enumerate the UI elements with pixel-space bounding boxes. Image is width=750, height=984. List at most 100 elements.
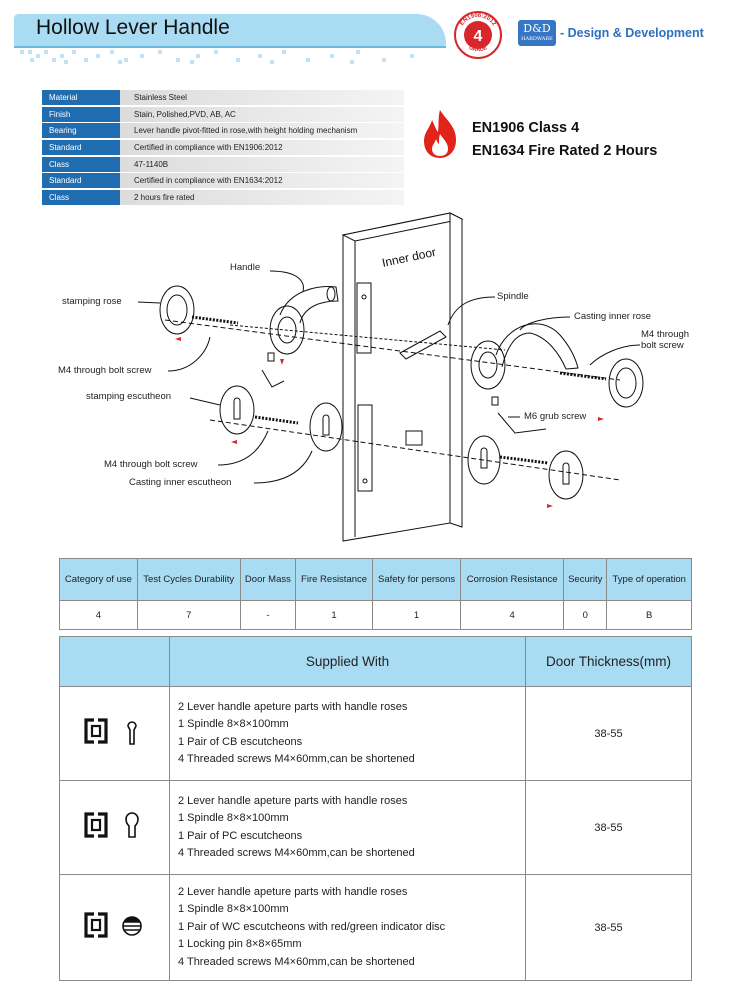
fire-icon: [424, 110, 456, 158]
svg-text:GRADE: GRADE: [468, 45, 489, 53]
category-value-cell: 4: [460, 600, 565, 630]
right-stamping-rose: [608, 358, 644, 408]
category-header-cell: Type of operation: [606, 558, 692, 601]
icon-column-header: [59, 636, 170, 687]
supplied-header-row: Supplied With Door Thickness(mm): [59, 636, 692, 687]
pixel-square: [270, 60, 274, 64]
label-bolt-screw: bolt screw: [641, 340, 684, 351]
pixel-square: [356, 50, 360, 54]
supplied-item: 4 Threaded screws M4×60mm,can be shorten…: [178, 753, 415, 765]
pixel-square: [196, 54, 200, 58]
category-header-cell: Security: [563, 558, 608, 601]
pixel-square: [110, 50, 114, 54]
pc-escutcheon-icon: [83, 812, 139, 838]
label-m6-grub: M6 grub screw: [524, 411, 587, 422]
label-m4-bolt-1: M4 through bolt screw: [58, 365, 152, 376]
items-cell: 2 Lever handle apeture parts with handle…: [169, 780, 526, 875]
label-stamping-rose: stamping rose: [62, 296, 122, 307]
label-m4-through: M4 through: [641, 329, 690, 340]
pixel-decoration: [0, 48, 750, 64]
supplied-item: 1 Spindle 8×8×100mm: [178, 903, 289, 916]
mortice-lock-case: [356, 282, 372, 354]
supplied-item: 4 Threaded screws M4×60mm,can be shorten…: [178, 955, 415, 968]
spec-key: Bearing: [42, 123, 120, 139]
cb-escutcheon-icon: [83, 718, 137, 745]
supplied-item: 1 Spindle 8×8×100mm: [178, 718, 289, 730]
items-cell: 2 Lever handle apeture parts with handle…: [169, 686, 526, 781]
pixel-square: [84, 58, 88, 62]
category-value-cell: 7: [136, 600, 241, 630]
supplied-item: 1 Pair of WC escutcheons with red/green …: [178, 920, 446, 933]
category-value-cell: B: [606, 600, 692, 630]
supplied-row: 2 Lever handle apeture parts with handle…: [59, 780, 692, 875]
supplied-item: 1 Spindle 8×8×100mm: [178, 812, 289, 824]
arrow-mark: [175, 337, 181, 341]
icon-cell: [59, 780, 170, 875]
pixel-square: [36, 54, 40, 58]
items-cell: 2 Lever handle apeture parts with handle…: [169, 874, 526, 981]
spindle: [399, 330, 447, 360]
cert-line-2: EN1634 Fire Rated 2 Hours: [472, 143, 658, 159]
pixel-square: [72, 50, 76, 54]
category-value-cell: 1: [371, 600, 462, 630]
label-casting-escutcheon: Casting inner escutheon: [129, 477, 232, 488]
category-header-cell: Category of use: [59, 558, 138, 601]
door-thickness-header: Door Thickness(mm): [525, 636, 692, 687]
category-header-cell: Fire Resistance: [295, 558, 373, 601]
cylinder: [405, 430, 423, 446]
supplied-item: 2 Lever handle apeture parts with handle…: [178, 885, 408, 898]
pixel-square: [236, 58, 240, 62]
seal-grade: 4: [474, 28, 483, 45]
spec-key: Standard: [42, 173, 120, 189]
pixel-square: [214, 50, 218, 54]
right-casting-rose: [470, 340, 506, 390]
thickness-cell: 38-55: [525, 874, 692, 981]
supplied-with-header: Supplied With: [169, 636, 526, 687]
category-value-cell: -: [239, 600, 297, 630]
right-stamping-escutcheon: [548, 450, 584, 500]
supplied-row: 2 Lever handle apeture parts with handle…: [59, 874, 692, 981]
spec-value: 47-1140B: [120, 156, 404, 172]
pixel-square: [30, 58, 34, 62]
pixel-square: [176, 58, 180, 62]
spec-key: Class: [42, 156, 120, 172]
category-value-cell: 4: [59, 600, 138, 630]
left-casting-escutcheon: [309, 402, 343, 452]
header-band: Hollow Lever Handle: [0, 0, 750, 64]
pixel-square: [140, 54, 144, 58]
brand-tagline: - Design & Development: [560, 26, 704, 40]
wc-escutcheon-icon: [83, 912, 142, 938]
arrow-mark: [547, 504, 553, 508]
label-handle: Handle: [230, 262, 261, 273]
page-title: Hollow Lever Handle: [36, 16, 230, 39]
spec-value: Certified in compliance with EN1906:2012: [120, 140, 404, 156]
pixel-square: [330, 54, 334, 58]
pixel-square: [158, 50, 162, 54]
pixel-square: [306, 58, 310, 62]
diagram-drawing: Inner door: [137, 212, 644, 542]
seal-bottom-text: GRADE: [468, 45, 489, 53]
exploded-diagram: Inner door Handle stamping rose M4 throu…: [0, 205, 750, 550]
grade-seal-icon: 4 EN1906:2012 GRADE: [454, 11, 502, 59]
thickness-cell: 38-55: [525, 686, 692, 781]
spec-key: Standard: [42, 140, 120, 156]
label-spindle: Spindle: [497, 291, 529, 302]
arrow-mark: [280, 359, 284, 365]
pixel-square: [190, 60, 194, 64]
pixel-square: [118, 60, 122, 64]
pixel-square: [410, 54, 414, 58]
title-tab: [14, 14, 446, 48]
pixel-square: [350, 60, 354, 64]
icon-cell: [59, 874, 170, 981]
left-handle-rose: [269, 305, 305, 355]
category-header-cell: Corrosion Resistance: [460, 558, 565, 601]
cert-line-1: EN1906 Class 4: [472, 120, 580, 136]
